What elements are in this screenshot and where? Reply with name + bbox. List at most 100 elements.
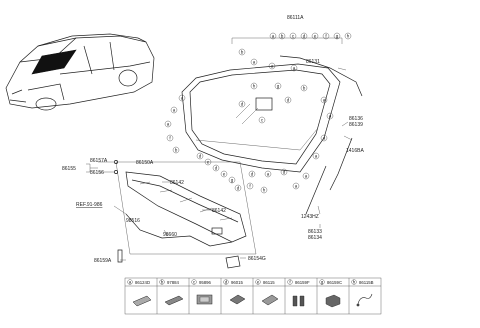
- car-illustration: [5, 33, 155, 111]
- washer-hose: [125, 213, 233, 247]
- wire-connector-icon: [356, 293, 373, 307]
- callout-d-4: d: [215, 166, 218, 171]
- callout-a-8: a: [329, 114, 332, 119]
- legend-part-86159c: 86159C: [327, 280, 342, 285]
- callout-a-4: a: [181, 96, 184, 101]
- callout-a-11: a: [305, 174, 308, 179]
- legend-part-97884: 97884: [167, 280, 180, 285]
- legend-part-95896: 95896: [199, 280, 212, 285]
- windshield-callouts: b a a a h g b d d c a a a f b a a a a a …: [164, 48, 334, 194]
- callout-a-10: a: [315, 154, 318, 159]
- square-pad-icon: [229, 294, 246, 305]
- legend-letter-c: c: [193, 280, 196, 285]
- callout-a-1: a: [253, 60, 256, 65]
- sensor-module-icon: [196, 294, 213, 305]
- label-86154g: 86154G: [248, 256, 266, 262]
- flat-tape-icon: [164, 295, 184, 306]
- header-callouts: a b c d e f g h: [269, 32, 352, 40]
- callout-a-9: a: [323, 136, 326, 141]
- callout-a-12: a: [295, 184, 298, 189]
- windshield-highlight: [31, 49, 77, 75]
- label-86134: 86134: [308, 235, 322, 241]
- header-callout-b: b: [281, 34, 284, 39]
- label-86150a: 86150A: [136, 160, 154, 166]
- callout-e-1: e: [207, 160, 210, 165]
- legend-part-86115: 86115: [263, 280, 275, 285]
- header-callout-g: g: [336, 34, 339, 39]
- header-callout-f: f: [325, 34, 327, 39]
- label-86157a: 86157A: [90, 158, 108, 164]
- callout-a-6: a: [167, 122, 170, 127]
- callout-a-5: a: [173, 108, 176, 113]
- legend-letter-e: e: [257, 280, 260, 285]
- drain-plug: [117, 249, 123, 263]
- label-86139: 86139: [349, 122, 363, 128]
- callout-d-5: d: [237, 186, 240, 191]
- label-86159a: 86159A: [94, 258, 112, 264]
- upper-moulding: [279, 55, 363, 97]
- label-98660: 98660: [163, 232, 177, 238]
- callout-g-2: g: [231, 178, 234, 183]
- label-1243hz: 1243HZ: [301, 214, 319, 220]
- legend-letter-a: a: [129, 280, 132, 285]
- side-moulding-lower: [305, 165, 327, 215]
- callout-c-1: c: [261, 118, 264, 123]
- clip-86156: [114, 170, 118, 174]
- callout-a-13: a: [267, 172, 270, 177]
- label-98516: 98516: [126, 218, 140, 224]
- callout-g-1: g: [277, 84, 280, 89]
- callout-d-6: d: [251, 172, 254, 177]
- label-86142-b: 86142: [212, 208, 226, 214]
- block-clip-icon: [325, 294, 341, 308]
- label-ref-91-986: REF.91-986: [76, 202, 103, 208]
- cowl-panel: [125, 171, 247, 243]
- callout-a-7: a: [323, 98, 326, 103]
- callout-d-1: d: [241, 102, 244, 107]
- callout-a-3: a: [293, 66, 296, 71]
- callout-b-3: b: [175, 148, 178, 153]
- legend-part-86124d: 86124D: [135, 280, 150, 285]
- legend-letter-d: d: [225, 280, 228, 285]
- callout-d-3: d: [199, 154, 202, 159]
- legend-part-86115b: 86115B: [359, 280, 374, 285]
- legend-letter-b: b: [161, 280, 164, 285]
- label-86111a: 86111A: [287, 15, 304, 21]
- legend-letter-f: f: [289, 280, 291, 285]
- label-86156: 86156: [90, 170, 104, 176]
- header-callout-c: c: [292, 34, 295, 39]
- label-86133: 86133: [308, 229, 322, 235]
- legend-table: a 86124D b 97884 c 95896 d 96015 e 86115…: [124, 277, 382, 315]
- legend-part-96015: 96015: [231, 280, 244, 285]
- callout-d-7: d: [283, 170, 286, 175]
- side-moulding-right: [329, 137, 353, 191]
- legend-letter-h: h: [353, 280, 356, 285]
- rain-sensor-bracket: [255, 97, 273, 111]
- label-86131: 86131: [306, 59, 320, 65]
- header-callout-h: h: [347, 34, 350, 39]
- callout-e-2: e: [223, 172, 226, 177]
- callout-h-2: h: [263, 188, 266, 193]
- header-callout-d: d: [303, 34, 306, 39]
- legend-part-86159f: 86159F: [295, 280, 310, 285]
- header-callout-e: e: [314, 34, 317, 39]
- callout-b-1: b: [241, 50, 244, 55]
- windshield-glass: [181, 63, 341, 173]
- callout-f-2: f: [249, 184, 251, 189]
- callout-d-2: d: [287, 98, 290, 103]
- callout-f-1: f: [169, 136, 171, 141]
- callout-b-2: b: [303, 86, 306, 91]
- clip-86157a: [114, 160, 118, 164]
- legend-letter-g: g: [321, 280, 324, 285]
- callout-h-1: h: [253, 84, 256, 89]
- label-86136: 86136: [349, 116, 363, 122]
- label-1416ba: 1416BA: [346, 148, 364, 154]
- label-86155: 86155: [62, 166, 76, 172]
- callout-a-2: a: [271, 64, 274, 69]
- label-86142-a: 86142: [170, 180, 184, 186]
- cowl-seal: [225, 255, 241, 269]
- dual-clip-icon: [292, 295, 305, 307]
- header-callout-a: a: [272, 34, 275, 39]
- rectangular-pad-icon: [132, 295, 152, 307]
- cowl-box: [115, 161, 257, 255]
